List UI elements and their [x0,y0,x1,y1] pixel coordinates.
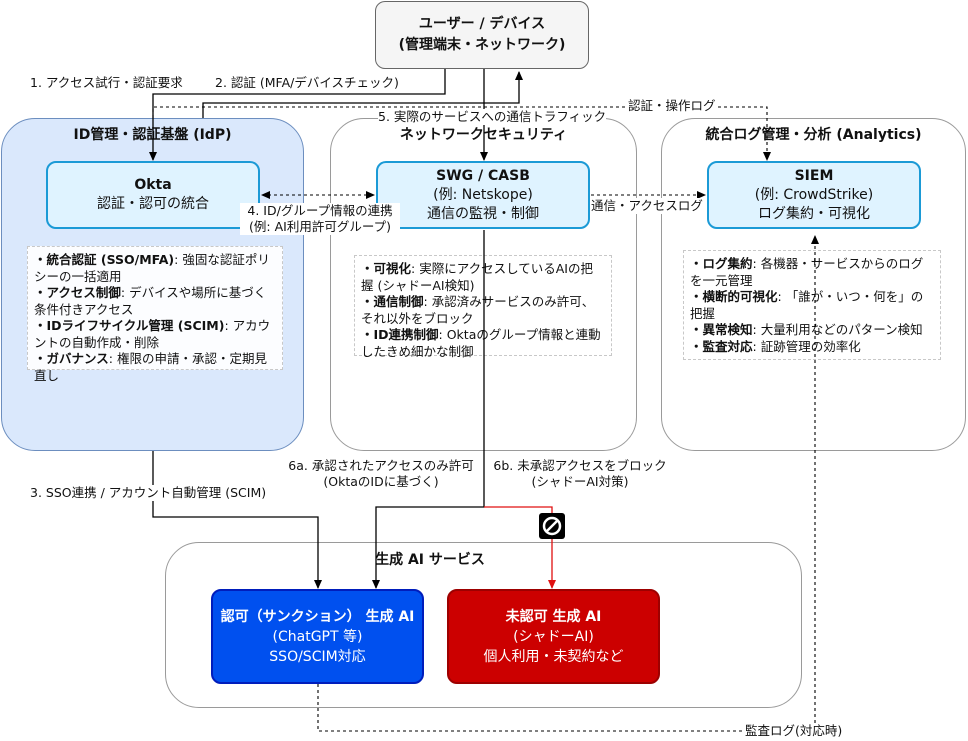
note-idp-item: ・統合認証 (SSO/MFA): 強固な認証ポリシーの一括適用 [34,252,276,285]
note-idp-item-heading: ・アクセス制御 [34,285,121,300]
edge-label-6b-line2: (シャドーAI対策) [531,474,629,489]
edge-label-5: 5. 実際のサービスへの通信トラフィック [378,109,607,125]
note-analytics-item-text: : 各機器・サービスからのログを一元管理 [690,256,924,288]
edge-label-auth-log: 認証・操作ログ [628,98,716,114]
note-network-item-heading: ・可視化 [361,261,412,276]
note-analytics-item: ・横断的可視化: 「誰が・いつ・何を」の把握 [690,289,934,322]
group-analytics-title: 統合ログ管理・分析 (Analytics) [705,127,922,143]
note-idp-item-heading: ・ガバナンス [34,351,109,366]
edge-label-audit-log: 監査ログ(対応時) [745,723,843,739]
edge-3-sso-scim [152,451,322,589]
sanctioned-ai-example: (ChatGPT 等) [272,628,363,645]
note-idp-item-text: : 権限の申請・承認・定期見直し [34,351,267,383]
edge-label-6a-line2: (OktaのIDに基づく) [323,474,439,489]
note-network: ・可視化: 実際にアクセスしているAIの把握 (シャドーAI検知)・通信制御: … [354,255,612,359]
swg-casb-node: SWG / CASB (例: Netskope) 通信の監視・制御 [376,161,590,229]
note-idp-item-heading: ・統合認証 (SSO/MFA) [34,252,175,267]
edge-label-6b-line1: 6b. 未承認アクセスをブロック [493,458,667,473]
swg-role: 通信の監視・制御 [427,205,539,222]
user-node-line2: (管理端末・ネットワーク) [398,37,566,53]
siem-title: SIEM [794,167,834,184]
note-network-item-heading: ・通信制御 [361,294,424,309]
edge-2-authentication [202,71,523,118]
edge-audit-log [317,235,819,732]
note-analytics-item-text: : 「誰が・いつ・何を」の把握 [690,289,924,321]
okta-title: Okta [134,177,172,193]
note-analytics-item: ・ログ集約: 各機器・サービスからのログを一元管理 [690,256,934,289]
swg-title: SWG / CASB [436,167,530,184]
note-analytics-item-heading: ・ログ集約 [690,256,753,271]
sanctioned-ai-title: 認可（サンクション） 生成 AI [220,608,415,625]
edge-label-comm-log: 通信・アクセスログ [591,198,703,214]
note-analytics-item-heading: ・監査対応 [690,338,753,354]
note-network-item: ・可視化: 実際にアクセスしているAIの把握 (シャドーAI検知) [361,261,605,294]
okta-node: Okta 認証・認可の統合 [46,161,260,229]
note-network-item-text: : 承認済みサービスのみ許可、それ以外をブロック [361,294,595,326]
note-idp-item-text: : 強固な認証ポリシーの一括適用 [34,252,270,284]
note-idp-item-text: : アカウントの自動作成・削除 [34,318,271,350]
edge-label-1: 1. アクセス試行・認証要求 [30,75,183,91]
edge-label-6a: 6a. 承認されたアクセスのみ許可 (OktaのIDに基づく) [283,458,479,490]
edge-label-6a-line1: 6a. 承認されたアクセスのみ許可 [288,458,474,473]
note-analytics-item-heading: ・異常検知 [690,322,753,337]
note-idp-item: ・IDライフサイクル管理 (SCIM): アカウントの自動作成・削除 [34,318,276,351]
note-analytics-item: ・異常検知: 大量利用などのパターン検知 [690,322,934,339]
sanctioned-ai-support: SSO/SCIM対応 [269,648,366,665]
note-idp-item-heading: ・IDライフサイクル管理 (SCIM) [34,318,225,333]
note-network-item-heading: ・ID連携制御 [361,327,439,342]
unsanctioned-ai-title: 未認可 生成 AI [505,608,602,625]
okta-subtitle: 認証・認可の統合 [97,196,209,212]
note-idp: ・統合認証 (SSO/MFA): 強固な認証ポリシーの一括適用・アクセス制御: … [27,246,283,383]
note-analytics-item-text: : 大量利用などのパターン検知 [752,322,923,337]
swg-example: (例: Netskope) [433,186,533,203]
unsanctioned-ai-type: (シャドーAI) [513,628,594,645]
siem-example: (例: CrowdStrike) [754,186,874,203]
edge-label-2: 2. 認証 (MFA/デバイスチェック) [215,75,399,91]
note-network-item-text: : 実際にアクセスしているAIの把握 (シャドーAI検知) [361,261,593,293]
edge-label-4-line1: 4. ID/グループ情報の連携 [247,203,393,218]
note-analytics-item-text: : 証跡管理の効率化 [752,338,861,354]
block-icon [539,513,565,539]
unsanctioned-ai-node: 未認可 生成 AI (シャドーAI) 個人利用・未契約など [447,589,660,684]
note-idp-item-text: : デバイスや場所に基づく条件付きアクセス [34,285,267,317]
note-network-item: ・ID連携制御: Oktaのグループ情報と連動したきめ細かな制御 [361,327,605,360]
note-analytics: ・ログ集約: 各機器・サービスからのログを一元管理・横断的可視化: 「誰が・いつ… [683,250,941,360]
unsanctioned-ai-desc: 個人利用・未契約など [483,648,624,665]
edge-auth-log [152,106,771,161]
note-idp-item: ・ガバナンス: 権限の申請・承認・定期見直し [34,351,276,384]
siem-role: ログ集約・可視化 [758,205,870,222]
edge-6b-block [484,506,556,589]
sanctioned-ai-node: 認可（サンクション） 生成 AI (ChatGPT 等) SSO/SCIM対応 [211,589,424,684]
note-idp-item: ・アクセス制御: デバイスや場所に基づく条件付きアクセス [34,285,276,318]
edge-1-access-request [149,69,446,161]
note-analytics-item: ・監査対応: 証跡管理の効率化 [690,339,934,356]
edge-label-3: 3. SSO連携 / アカウント自動管理 (SCIM) [30,485,267,501]
group-ai-title: 生成 AI サービス [375,552,485,568]
note-network-item: ・通信制御: 承認済みサービスのみ許可、それ以外をブロック [361,294,605,327]
user-node-line1: ユーザー / デバイス [418,16,546,32]
edge-6a-allow [372,230,485,589]
edge-label-4: 4. ID/グループ情報の連携 (例: AI利用許可グループ) [240,203,400,235]
siem-node: SIEM (例: CrowdStrike) ログ集約・可視化 [707,161,921,229]
note-network-item-text: : Oktaのグループ情報と連動したきめ細かな制御 [361,327,601,359]
note-analytics-item-heading: ・横断的可視化 [690,289,778,304]
user-device-node: ユーザー / デバイス (管理端末・ネットワーク) [375,1,589,69]
edge-label-4-line2: (例: AI利用許可グループ) [249,219,391,234]
edge-label-6b: 6b. 未承認アクセスをブロック (シャドーAI対策) [489,458,671,490]
